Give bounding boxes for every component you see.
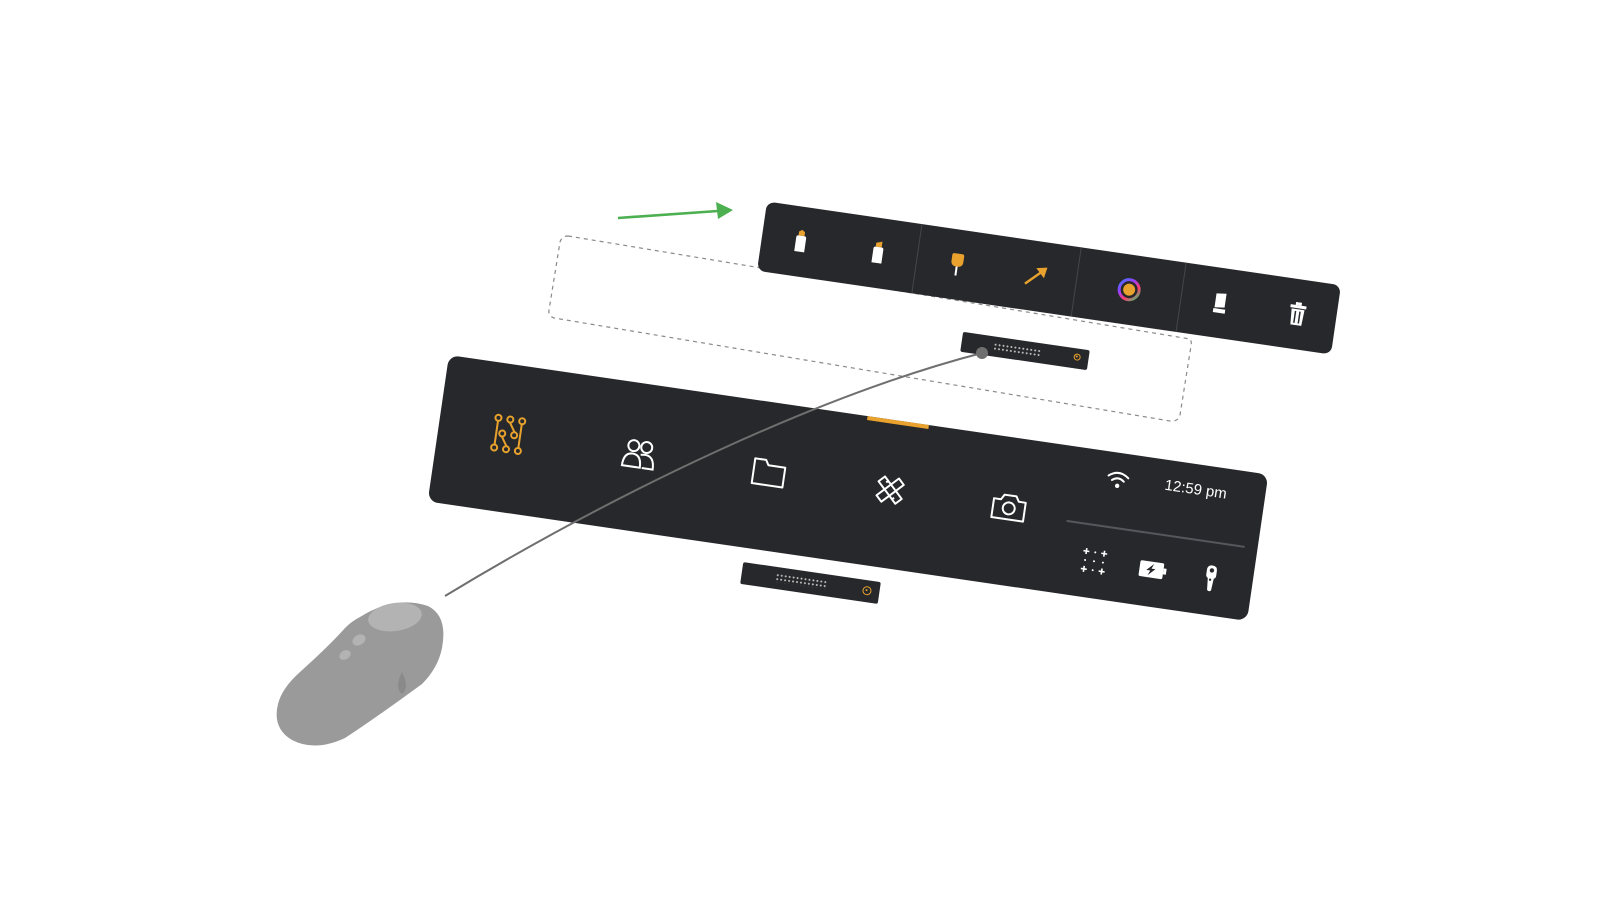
color-picker-button[interactable] [1109,270,1148,309]
folder-icon [750,457,787,489]
status-divider [1066,519,1245,548]
tool-palette [756,201,1342,355]
boundary-button[interactable] [1077,544,1111,578]
clock-time: 12:59 pm [1163,476,1228,503]
color-wheel-icon [1117,278,1141,302]
battery-charging-icon [1138,560,1167,580]
highlighter-tool-button[interactable] [859,234,898,273]
tool-group-cleanup [1177,263,1341,355]
apps-network-icon [490,413,527,455]
pen-icon [794,229,807,253]
highlighter-icon [871,241,884,264]
tool-group-color [1072,247,1186,331]
pen-tool-button[interactable] [781,222,820,261]
move-arrow-icon [617,202,733,220]
drag-outline [548,235,1192,422]
grip-dots-icon [774,572,828,590]
grip-dots-icon [992,342,1042,358]
wifi-icon [1107,471,1130,489]
tool-group-markers [757,202,921,294]
nav-item-people[interactable] [606,420,674,488]
nav-item-tools[interactable] [856,456,924,524]
pin-ring-icon[interactable] [1073,353,1082,362]
tool-group-annotations [912,224,1080,316]
controller-status-button[interactable] [1194,561,1228,595]
battery-button[interactable] [1136,553,1170,587]
nav-item-apps[interactable] [474,400,542,468]
nav-item-files[interactable] [735,438,803,506]
nav-item-camera[interactable] [975,473,1043,541]
people-icon [620,439,654,471]
controller-icon [1206,565,1217,592]
pin-ring-icon[interactable] [861,585,873,596]
camera-icon [990,493,1027,523]
delete-tool-button[interactable] [1278,295,1317,334]
pushpin-icon [951,253,965,276]
eraser-icon [1212,293,1227,314]
boundary-icon [1080,547,1108,575]
pointer-arrow-icon [1024,267,1048,285]
status-area: 12:59 pm [1056,447,1265,621]
arrow-tool-button[interactable] [1017,257,1056,296]
trash-icon [1290,301,1307,326]
pin-tool-button[interactable] [938,245,977,284]
tools-icon [875,475,905,505]
eraser-tool-button[interactable] [1201,284,1240,323]
